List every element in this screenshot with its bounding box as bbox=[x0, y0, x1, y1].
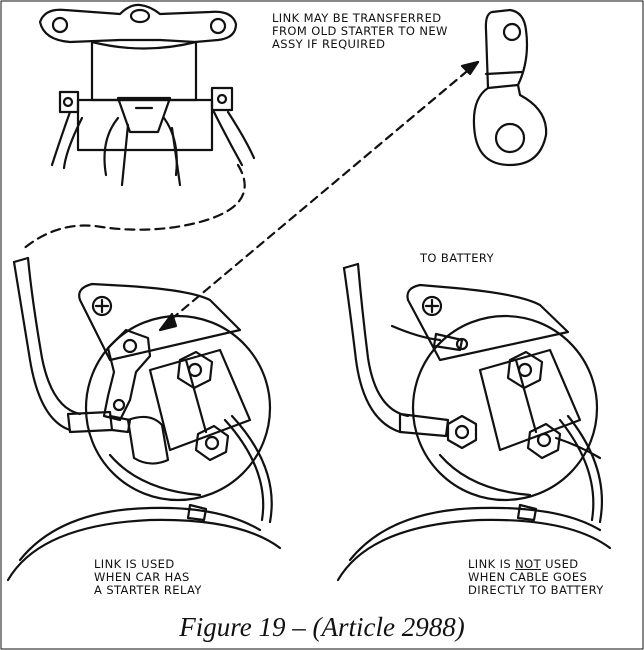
link-not-used-line-1: LINK IS NOT USED bbox=[468, 558, 604, 571]
link-used-line-2: WHEN CAR HAS bbox=[94, 570, 190, 584]
left-starter-illustration bbox=[6, 256, 282, 582]
to-battery-text: TO BATTERY bbox=[420, 251, 494, 265]
link-transfer-line-1: LINK MAY BE TRANSFERRED bbox=[272, 11, 442, 25]
link-not-used-line-3: DIRECTLY TO BATTERY bbox=[468, 583, 604, 597]
link-not-used-prefix: LINK IS bbox=[468, 557, 516, 571]
relay-wire-dashed bbox=[20, 163, 246, 252]
link-used-line-3: A STARTER RELAY bbox=[94, 583, 202, 597]
to-battery-label: TO BATTERY bbox=[420, 252, 494, 265]
link-transfer-line-2: FROM OLD STARTER TO NEW bbox=[272, 24, 448, 38]
link-used-line-1: LINK IS USED bbox=[94, 557, 175, 571]
figure-caption: Figure 19 – (Article 2988) bbox=[179, 612, 465, 642]
detached-link-illustration bbox=[472, 8, 548, 167]
link-used-note: LINK IS USED WHEN CAR HAS A STARTER RELA… bbox=[94, 558, 202, 597]
starter-relay-illustration bbox=[38, 3, 256, 187]
transfer-arrow bbox=[158, 60, 480, 332]
link-not-used-line-2: WHEN CABLE GOES bbox=[468, 570, 588, 584]
right-starter-illustration bbox=[336, 262, 612, 582]
link-transfer-note: LINK MAY BE TRANSFERRED FROM OLD STARTER… bbox=[272, 12, 448, 51]
link-not-used-note: LINK IS NOT USED WHEN CABLE GOES DIRECTL… bbox=[468, 558, 604, 597]
link-transfer-line-3: ASSY IF REQUIRED bbox=[272, 37, 386, 51]
link-not-used-emphasis: NOT bbox=[515, 557, 542, 571]
link-not-used-suffix: USED bbox=[541, 557, 579, 571]
